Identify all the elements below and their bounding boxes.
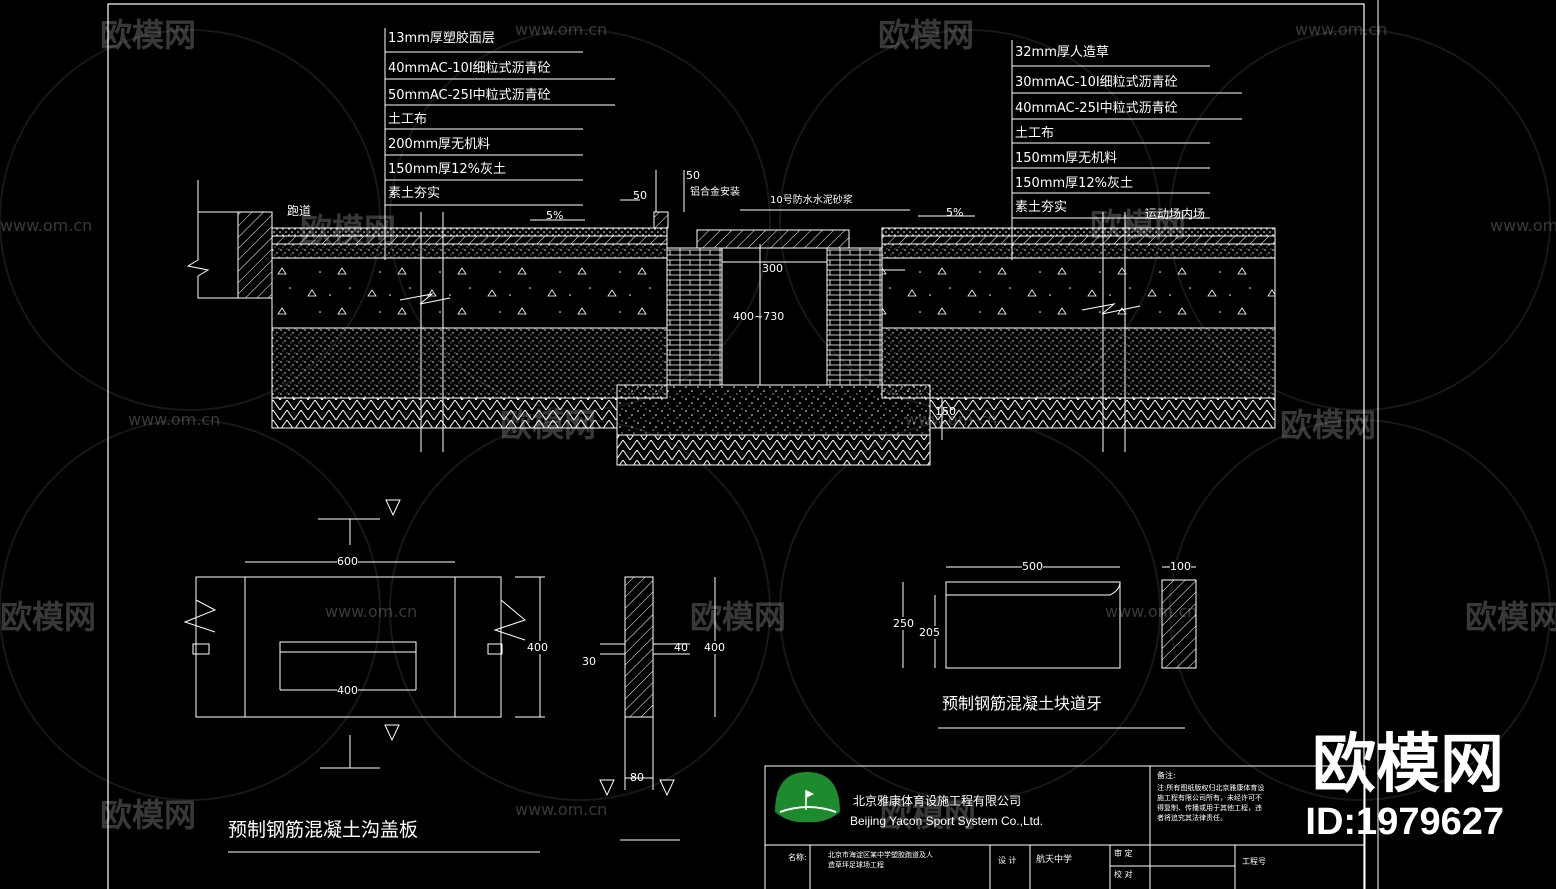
left-layer-7: 素土夯实 xyxy=(388,186,441,201)
dim-150: 150 xyxy=(935,405,956,418)
cover-side-dim-30: 30 xyxy=(582,655,596,668)
left-layer-6: 150mm厚12%灰土 xyxy=(388,162,507,177)
cover-plate-title: 预制钢筋混凝土沟盖板 xyxy=(228,819,419,841)
trench-cover xyxy=(696,229,850,249)
left-layer-3: 50mmAC-25Ⅰ中粒式沥青砼 xyxy=(388,88,551,103)
watermark-logo: 欧模网 xyxy=(100,796,197,834)
company-name-cn: 北京雅康体育设施工程有限公司 xyxy=(853,794,1022,808)
left-layer-5: 200mm厚无机料 xyxy=(388,137,491,152)
runway-label: 跑道 xyxy=(287,204,312,218)
watermark-logo: 欧模网 xyxy=(878,16,975,54)
trench-wall-left xyxy=(666,247,723,386)
watermark-url: www.om.cn xyxy=(1105,602,1198,621)
watermark-logo: 欧模网 xyxy=(0,598,97,636)
trench-base xyxy=(616,384,931,436)
site-badge: 欧模网 xyxy=(1312,728,1504,800)
curb-dim-250: 250 xyxy=(893,617,914,630)
trench-wall-right xyxy=(826,247,883,386)
review-label: 校 对 xyxy=(1114,870,1133,879)
right-layer-1: 32mm厚人造草 xyxy=(1015,45,1109,60)
cover-side-dim-40: 40 xyxy=(674,641,688,654)
mortar-label: 10号防水水泥砂浆 xyxy=(770,195,853,206)
dim-300: 300 xyxy=(762,262,783,275)
watermark-logo: 欧模网 xyxy=(1465,598,1556,636)
curb-dim-thick: 100 xyxy=(1170,560,1191,573)
dim-depth: 400~730 xyxy=(733,310,785,323)
drawing-no-label: 工程号 xyxy=(1242,857,1266,866)
cover-plate-plan xyxy=(183,499,545,769)
watermark-url: www.om.cn xyxy=(1490,216,1556,235)
company-name-en: Beijing Yacon Sport System Co.,Ltd. xyxy=(850,814,1043,828)
alloy-fence-label: 铝合金安装 xyxy=(690,187,740,198)
curb-dim-205: 205 xyxy=(919,626,940,639)
watermark-logo: 欧模网 xyxy=(300,211,397,249)
notes-label: 备注: xyxy=(1157,771,1176,780)
watermark-url: www.om.cn xyxy=(515,800,608,819)
cover-side-dim-400: 400 xyxy=(704,641,725,654)
slope-left: 5% xyxy=(546,209,564,222)
cover-dim-slot: 400 xyxy=(337,684,358,697)
watermark-url: www.om.cn xyxy=(325,602,418,621)
id-badge: ID:1979627 xyxy=(1305,801,1504,843)
right-layer-6: 150mm厚12%灰土 xyxy=(1015,176,1134,191)
dim-50-b: 50 xyxy=(686,169,700,182)
left-layer-2: 40mmAC-10Ⅰ细粒式沥青砼 xyxy=(388,61,551,76)
drawing-border xyxy=(107,3,1365,889)
watermark-url: www.om.cn xyxy=(515,20,608,39)
slope-right: 5% xyxy=(946,206,964,219)
right-layer-7: 素土夯实 xyxy=(1015,200,1068,215)
curb-detail xyxy=(902,566,1197,729)
right-layer-4: 土工布 xyxy=(1015,126,1055,141)
curb-title: 预制钢筋混凝土块道牙 xyxy=(942,694,1103,713)
watermark-logo: 欧模网 xyxy=(500,406,597,444)
watermark-url: www.om.cn xyxy=(0,216,93,235)
project-label: 名称: xyxy=(788,853,807,862)
watermark-logo: 欧模网 xyxy=(100,16,197,54)
school-name: 航天中学 xyxy=(1036,855,1073,865)
cover-side-dim-80: 80 xyxy=(630,771,644,784)
right-layer-2: 30mmAC-10Ⅰ细粒式沥青砼 xyxy=(1015,75,1178,90)
curb-dim-length: 500 xyxy=(1022,560,1043,573)
left-layer-1: 13mm厚塑胶面层 xyxy=(388,31,495,46)
watermark-url: www.om.cn xyxy=(128,410,221,429)
watermark-logo: 欧模网 xyxy=(1090,206,1187,244)
cover-dim-width: 600 xyxy=(337,555,358,568)
left-kerb xyxy=(237,211,273,299)
watermark-logo: 欧模网 xyxy=(1280,406,1377,444)
title-block xyxy=(764,765,1366,889)
section-view xyxy=(186,28,1276,466)
right-layer-3: 40mmAC-25Ⅰ中粒式沥青砼 xyxy=(1015,101,1178,116)
cover-plate-section xyxy=(599,576,716,841)
right-layer-5: 150mm厚无机料 xyxy=(1015,151,1118,166)
watermark-logo: 欧模网 xyxy=(880,796,977,834)
check-label: 审 定 xyxy=(1114,849,1133,858)
left-layer-4: 土工布 xyxy=(388,112,428,127)
watermark-url: www.om.cn xyxy=(905,410,998,429)
watermark-logo: 欧模网 xyxy=(690,598,787,636)
field-label: 运动场内场 xyxy=(1145,207,1206,221)
watermark-url: www.om.cn xyxy=(1295,20,1388,39)
left-break-line xyxy=(186,180,238,299)
cover-dim-height: 400 xyxy=(527,641,548,654)
project-value: 北京市海淀区某中学塑胶跑道及人造草坪足球场工程 xyxy=(828,851,933,869)
company-logo-icon xyxy=(775,772,840,823)
design-label: 设 计 xyxy=(998,856,1017,865)
dim-50-a: 50 xyxy=(633,189,647,202)
notes-text: 注:所有图纸版权归北京雅康体育设施工程有限公司所有，未经许可不得复制、传播或用于… xyxy=(1157,784,1265,822)
